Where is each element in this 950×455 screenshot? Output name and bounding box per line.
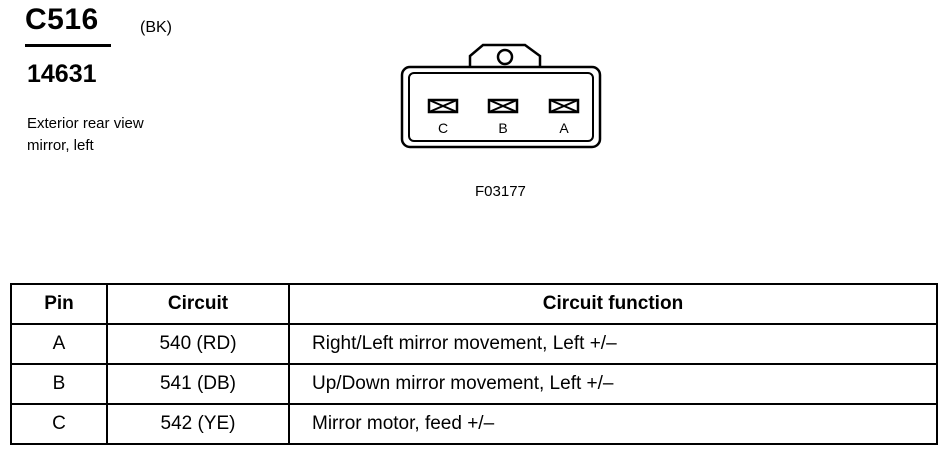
pin-table: Pin Circuit Circuit function A 540 (RD) … [10,283,938,445]
latch-hole [496,48,514,66]
table-row: C 542 (YE) Mirror motor, feed +/– [10,403,938,445]
row-function: Up/Down mirror movement, Left +/– [288,363,938,405]
row-pin: C [10,403,108,445]
connector-face-diagram: C B A [400,43,602,149]
header-pin: Pin [10,283,108,325]
connector-body-inner [408,72,594,142]
connector-latch [468,43,542,68]
table-header-row: Pin Circuit Circuit function [10,283,938,325]
row-circuit: 542 (YE) [106,403,290,445]
table-row: A 540 (RD) Right/Left mirror movement, L… [10,323,938,365]
header-circuit-function: Circuit function [288,283,938,325]
connector-description: Exterior rear view mirror, left [27,113,207,157]
row-function: Mirror motor, feed +/– [288,403,938,445]
row-pin: A [10,323,108,365]
connector-id: C516 [25,3,99,36]
description-line-2: mirror, left [27,137,94,154]
pin-cavity-a [548,98,580,114]
pin-cavity-c [427,98,459,114]
pin-label-a: A [559,120,569,136]
pin-label-b: B [498,120,507,136]
header-circuit: Circuit [106,283,290,325]
row-function: Right/Left mirror movement, Left +/– [288,323,938,365]
figure-id: F03177 [475,183,526,200]
description-line-1: Exterior rear view [27,115,144,132]
table-row: B 541 (DB) Up/Down mirror movement, Left… [10,363,938,405]
row-circuit: 541 (DB) [106,363,290,405]
color-code: (BK) [140,19,172,36]
row-circuit: 540 (RD) [106,323,290,365]
pin-label-c: C [438,120,448,136]
pin-cavity-b [487,98,519,114]
row-pin: B [10,363,108,405]
part-number: 14631 [27,60,97,88]
connector-id-underline [25,44,111,47]
